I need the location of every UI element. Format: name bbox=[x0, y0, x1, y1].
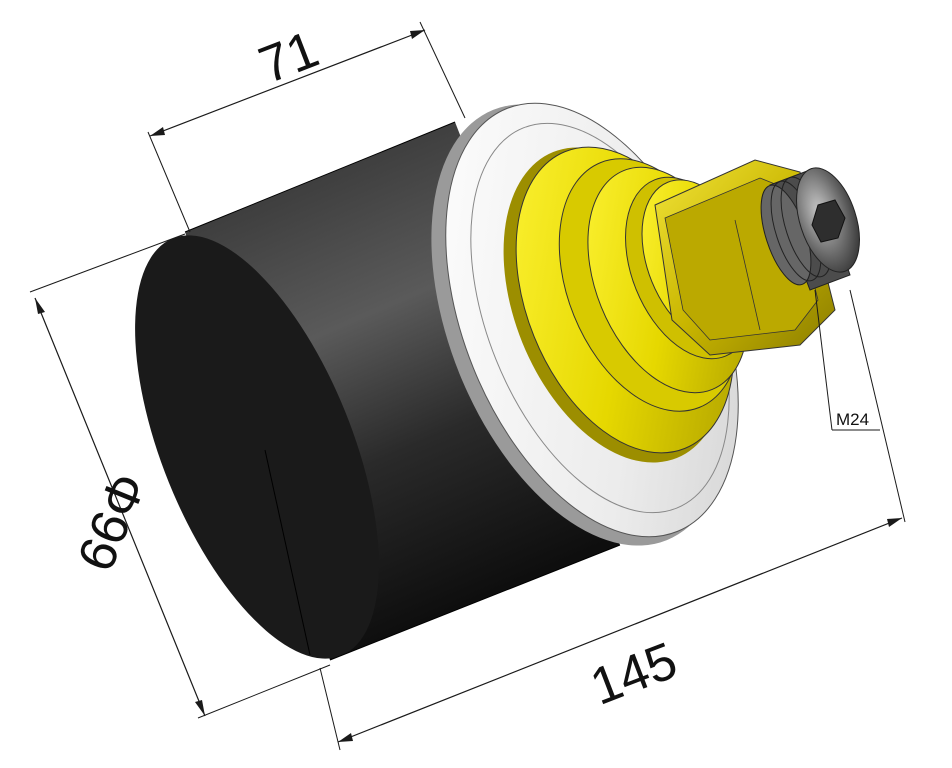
dimension-71-label: 71 bbox=[252, 20, 327, 95]
thread-stud bbox=[760, 167, 860, 291]
dimension-145-label: 145 bbox=[583, 632, 685, 717]
cylinder-body bbox=[135, 121, 621, 661]
thread-callout: M24 bbox=[814, 289, 880, 431]
thread-m24-label: M24 bbox=[836, 410, 869, 429]
